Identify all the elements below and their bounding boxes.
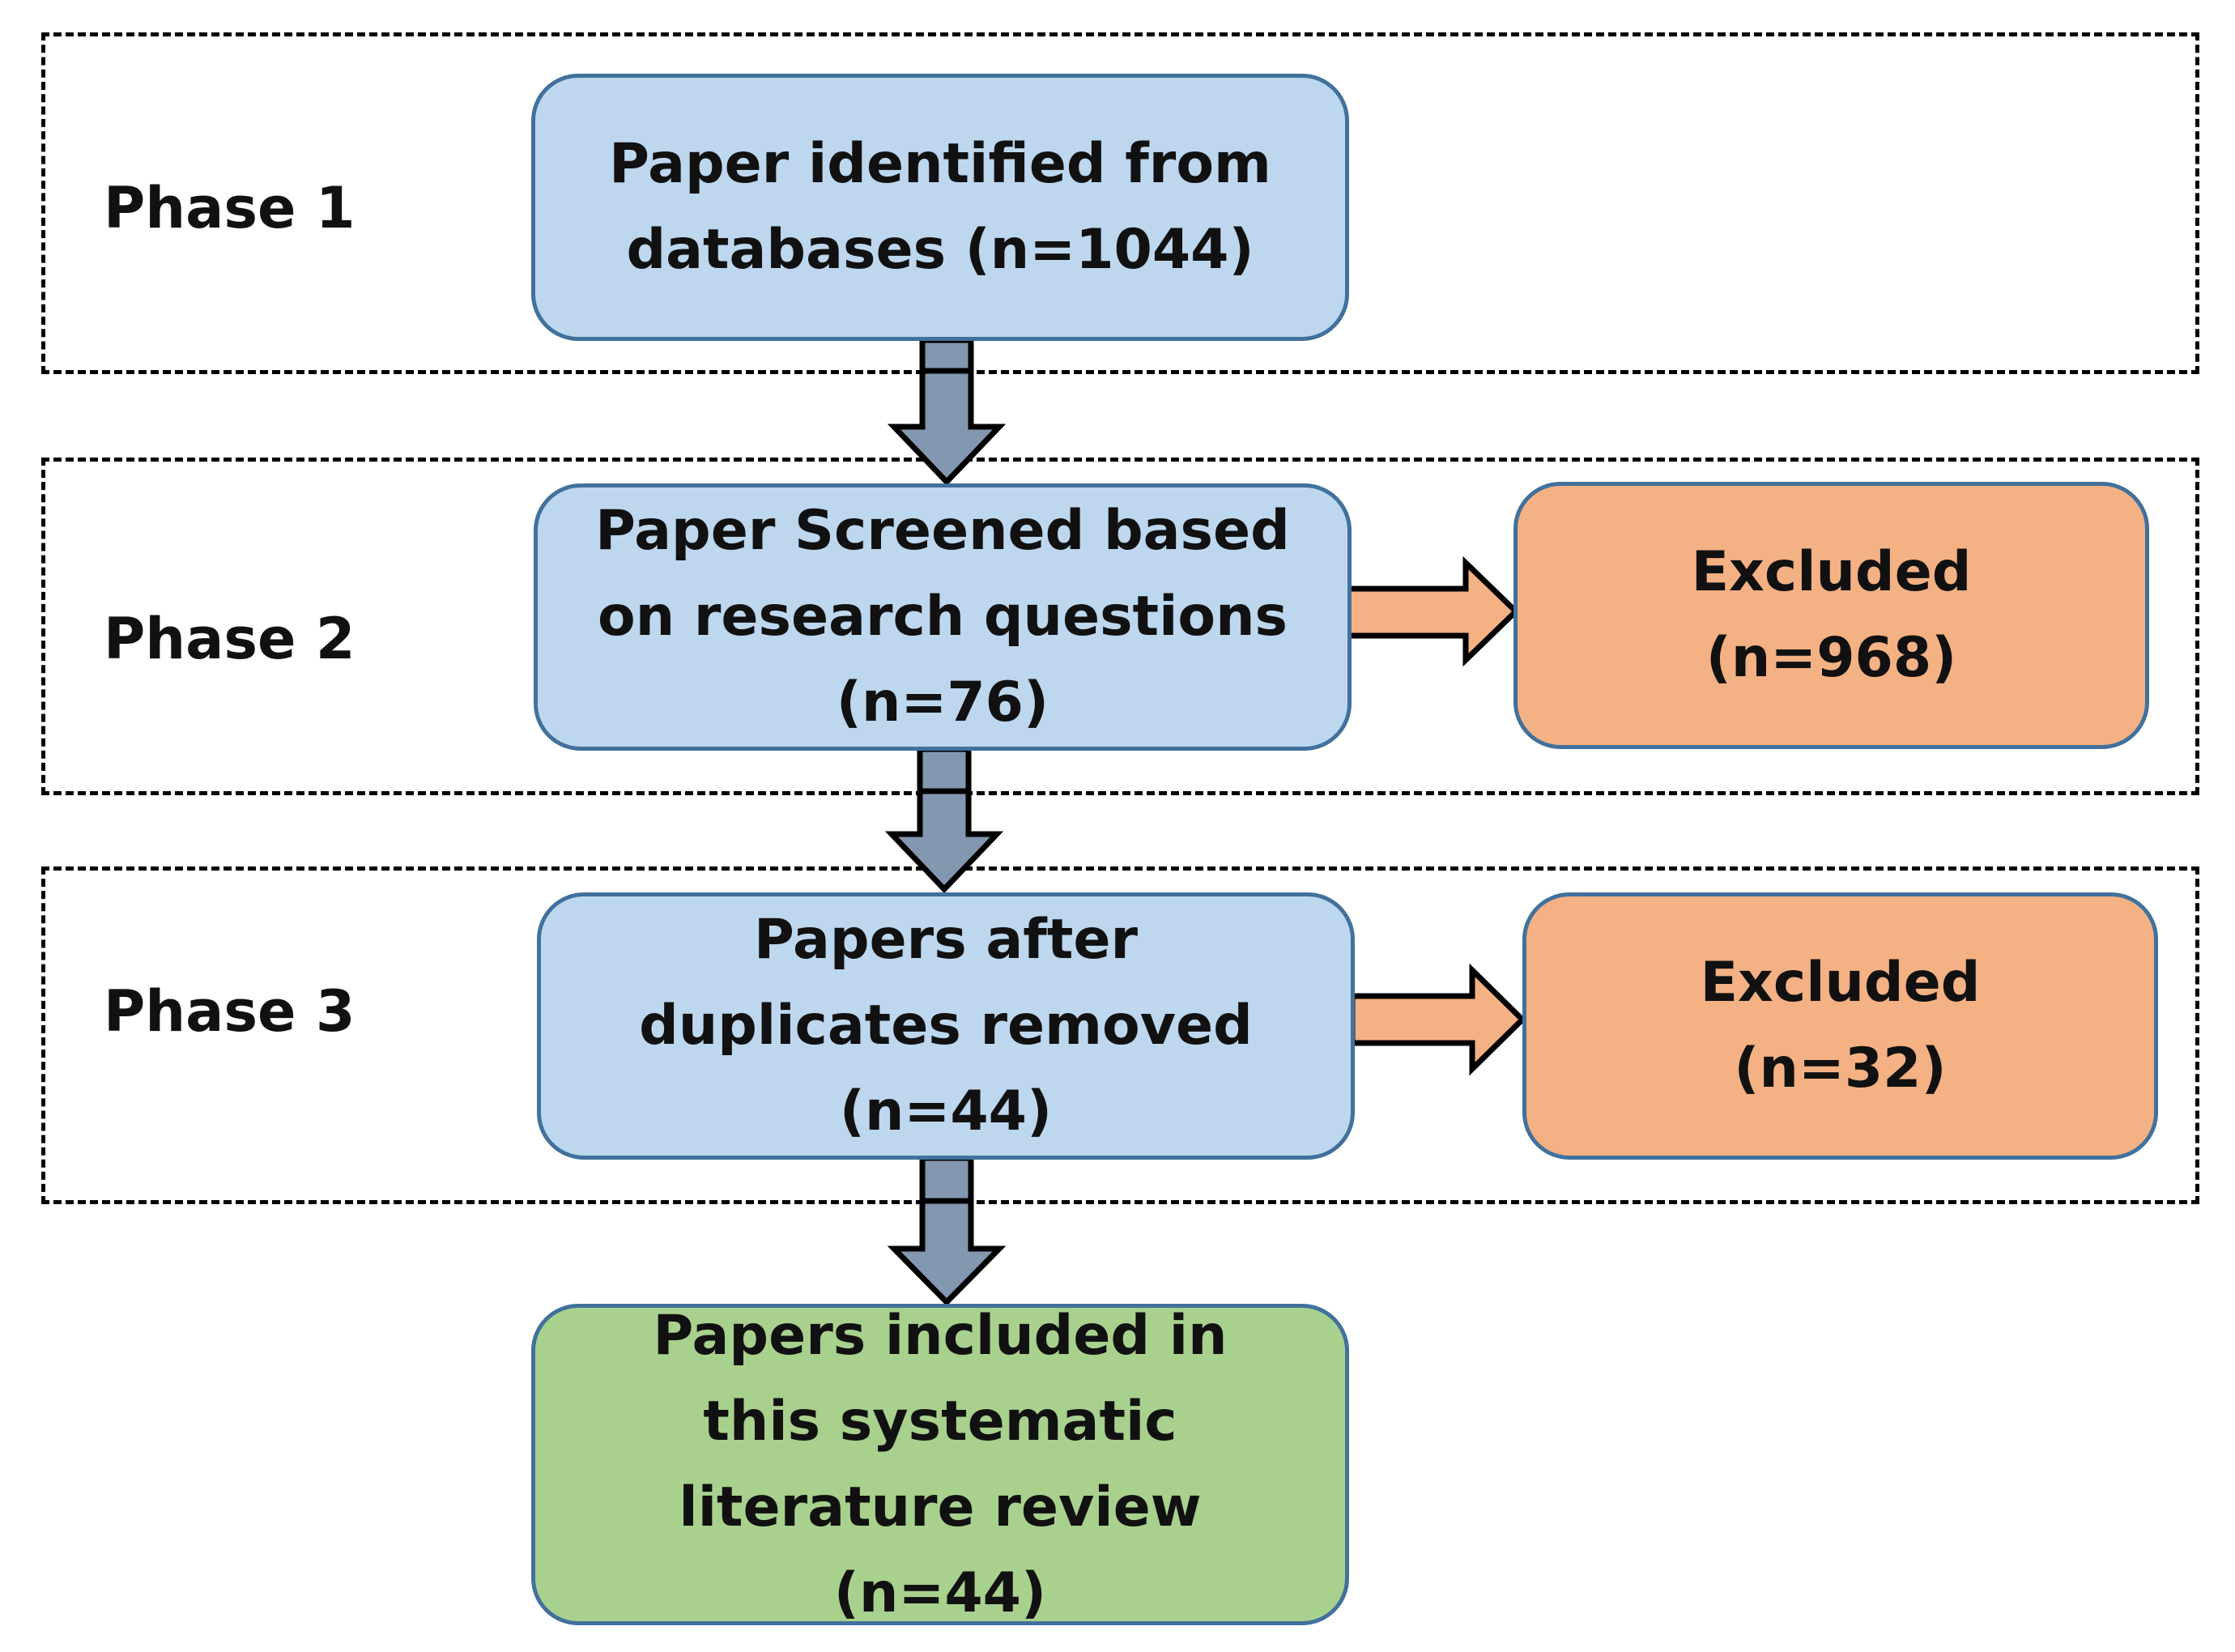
excluded-duplicates-box: Excluded (n=32) <box>1522 892 2158 1160</box>
phase-3-label: Phase 3 <box>104 978 355 1045</box>
included-papers-text: Papers included in this systematic liter… <box>653 1303 1228 1625</box>
phase-1-label: Phase 1 <box>104 175 355 241</box>
identified-papers-box: Paper identified from databases (n=1044) <box>531 74 1349 341</box>
identified-papers-text: Paper identified from databases (n=1044) <box>609 132 1271 282</box>
excluded-screening-text: Excluded (n=968) <box>1691 540 1972 690</box>
excluded-duplicates-text: Excluded (n=32) <box>1700 951 1981 1101</box>
deduplicated-papers-text: Papers after duplicates removed (n=44) <box>639 908 1253 1143</box>
phase-2-label: Phase 2 <box>104 606 355 672</box>
screened-papers-box: Paper Screened based on research questio… <box>534 483 1352 751</box>
excluded-screening-box: Excluded (n=968) <box>1513 482 2149 749</box>
phase-1-frame <box>41 32 2199 374</box>
deduplicated-papers-box: Papers after duplicates removed (n=44) <box>537 892 1355 1160</box>
included-papers-box: Papers included in this systematic liter… <box>531 1304 1349 1625</box>
screened-papers-text: Paper Screened based on research questio… <box>595 499 1290 734</box>
phase-2-frame <box>41 458 2199 795</box>
phase-3-frame <box>41 866 2199 1204</box>
